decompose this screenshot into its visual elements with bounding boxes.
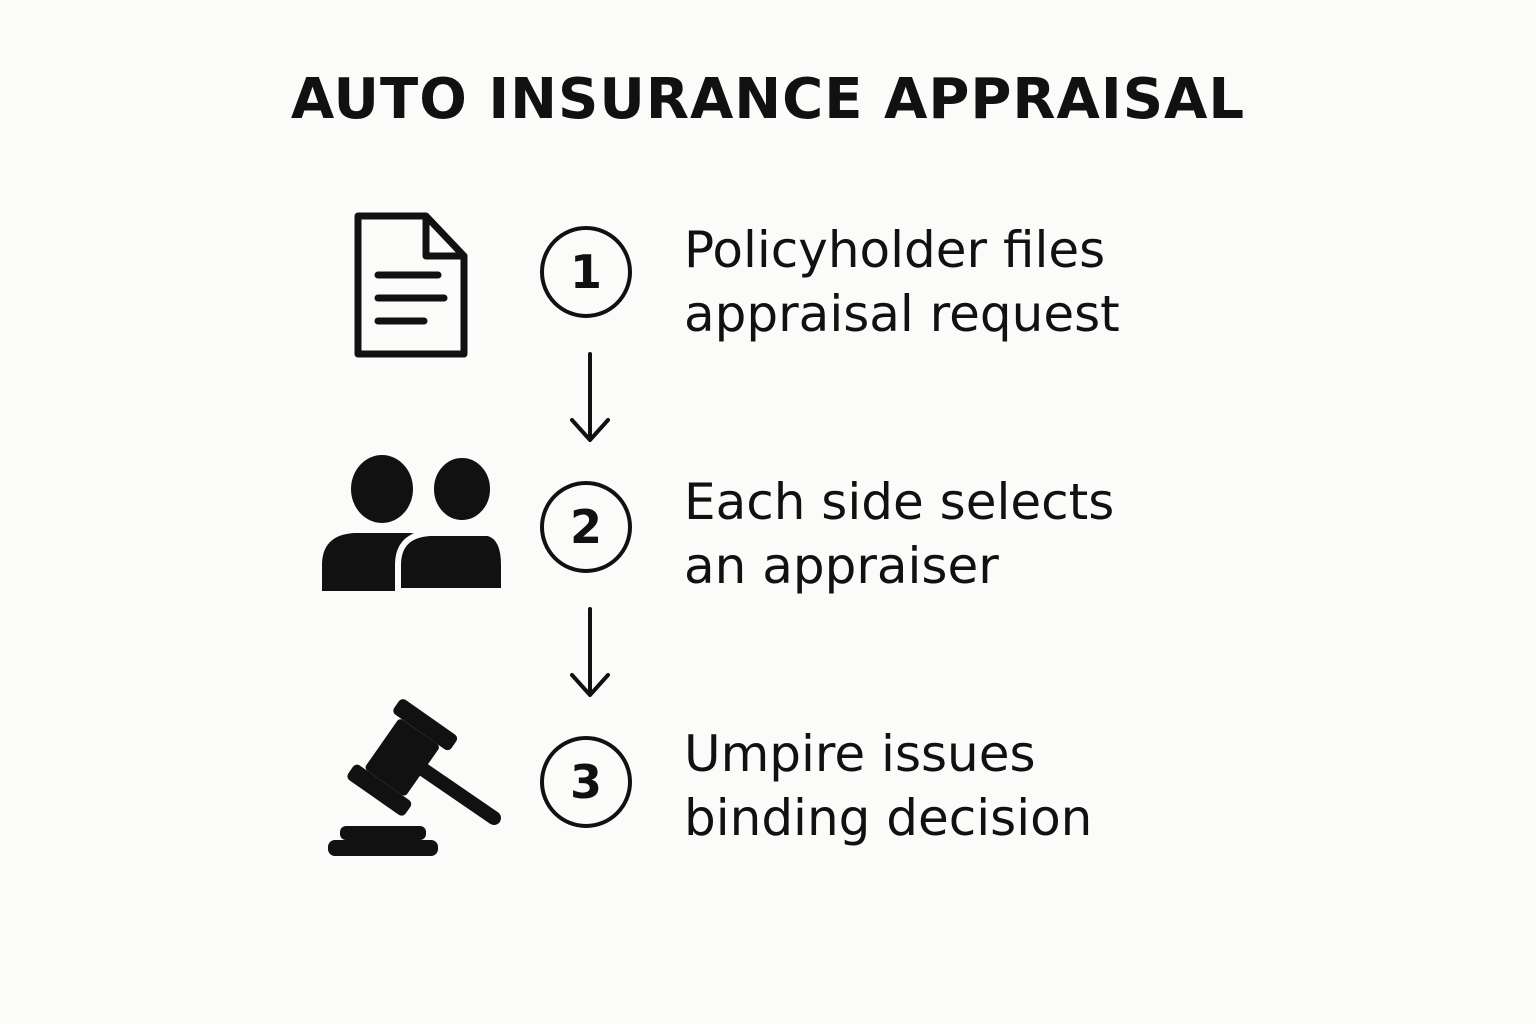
step-number-2: 2 — [540, 481, 632, 573]
step-2-text: Each side selects an appraiser — [684, 470, 1244, 598]
step-3-line-2: binding decision — [684, 789, 1093, 847]
step-1-text: Policyholder files appraisal request — [684, 218, 1244, 346]
step-2-line-1: Each side selects — [684, 473, 1115, 531]
step-1-line-2: appraisal request — [684, 285, 1120, 343]
page-title: AUTO INSURANCE APPRAISAL — [290, 67, 1246, 132]
down-arrow-icon — [570, 352, 610, 442]
people-icon — [322, 455, 507, 594]
step-number-3: 3 — [540, 736, 632, 828]
gavel-icon — [328, 699, 501, 856]
step-1-line-1: Policyholder files — [684, 221, 1106, 279]
step-2-line-2: an appraiser — [684, 537, 999, 595]
down-arrow-icon — [570, 607, 610, 697]
step-3-text: Umpire issues binding decision — [684, 722, 1244, 850]
document-icon — [354, 212, 468, 358]
step-3-line-1: Umpire issues — [684, 725, 1036, 783]
step-number-1: 1 — [540, 226, 632, 318]
